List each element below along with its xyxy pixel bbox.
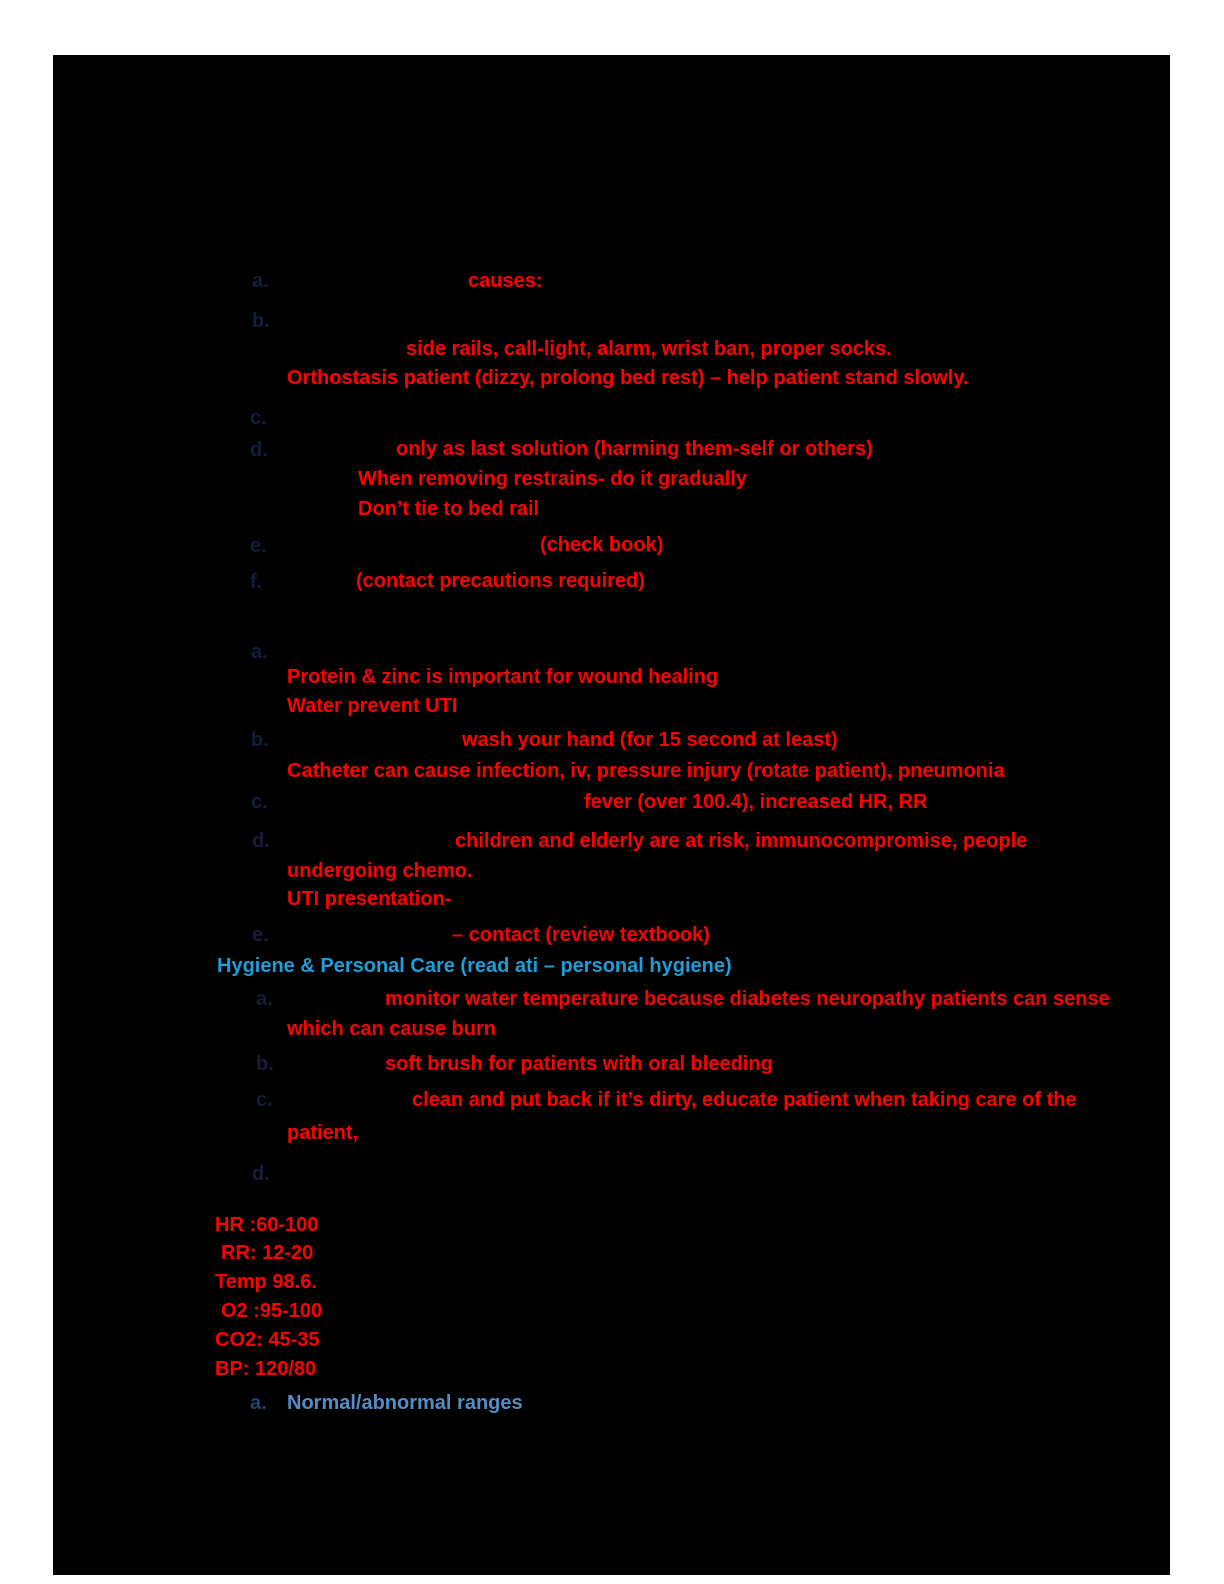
list-marker-d: d. <box>252 830 270 852</box>
list-marker-a: a. <box>256 988 273 1010</box>
list-marker-b: b. <box>251 729 269 751</box>
list-marker-c: c. <box>256 1089 273 1111</box>
note-hand-wash: wash your hand (for 15 second at least) <box>462 729 838 751</box>
note-uti-presentation: UTI presentation- <box>287 888 452 910</box>
list-marker-e: e. <box>250 535 267 557</box>
note-check-book: (check book) <box>540 534 664 556</box>
list-marker-a: a. <box>251 641 268 663</box>
note-at-risk: children and elderly are at risk, immuno… <box>455 830 1028 852</box>
note-restraints-removing: When removing restrains- do it gradually <box>358 468 747 490</box>
list-marker-b: b. <box>256 1053 274 1075</box>
note-dentures-cont: patient, <box>287 1122 359 1144</box>
list-marker-d: d. <box>252 1163 270 1185</box>
note-water-temperature-cont: which can cause burn <box>287 1018 496 1040</box>
note-water-temperature: monitor water temperature because diabet… <box>385 988 1110 1010</box>
vital-hr: HR :60-100 <box>215 1214 319 1236</box>
note-fall-prevention: side rails, call-light, alarm, wrist ban… <box>406 338 892 360</box>
list-marker-d: d. <box>250 439 268 461</box>
hygiene-section-heading: Hygiene & Personal Care (read ati – pers… <box>217 955 732 977</box>
list-marker-f: f. <box>250 571 263 593</box>
note-soft-brush: soft brush for patients with oral bleedi… <box>385 1053 773 1075</box>
list-marker-c: c. <box>251 791 268 813</box>
note-fever: fever (over 100.4), increased HR, RR <box>584 791 928 813</box>
vital-temp: Temp 98.6. <box>215 1271 317 1293</box>
vital-bp: BP: 120/80 <box>215 1358 317 1380</box>
note-causes-label: causes: <box>468 270 543 292</box>
note-catheter: Catheter can cause infection, iv, pressu… <box>287 760 1005 782</box>
note-water-uti: Water prevent UTI <box>287 695 458 717</box>
vital-co2: CO2: 45-35 <box>215 1329 320 1351</box>
vital-rr: RR: 12-20 <box>221 1242 314 1264</box>
note-protein-zinc: Protein & zinc is important for wound he… <box>287 666 719 688</box>
list-marker-a: a. <box>252 270 269 292</box>
note-contact-precautions: (contact precautions required) <box>356 570 645 592</box>
note-orthostasis: Orthostasis patient (dizzy, prolong bed … <box>287 367 969 389</box>
note-normal-abnormal-ranges: Normal/abnormal ranges <box>287 1392 523 1414</box>
note-at-risk-cont: undergoing chemo. <box>287 860 473 882</box>
note-contact-review: – contact (review textbook) <box>452 924 710 946</box>
note-dentures: clean and put back if it’s dirty, educat… <box>412 1089 1077 1111</box>
vital-o2: O2 :95-100 <box>221 1300 323 1322</box>
document-page <box>53 55 1170 1575</box>
list-marker-a: a. <box>250 1392 267 1414</box>
list-marker-b: b. <box>252 310 270 332</box>
note-restraints-no-tie: Don’t tie to bed rail <box>358 498 540 520</box>
list-marker-e: e. <box>252 924 269 946</box>
list-marker-c: c. <box>250 407 267 429</box>
note-restraints-last-solution: only as last solution (harming them-self… <box>396 438 873 460</box>
